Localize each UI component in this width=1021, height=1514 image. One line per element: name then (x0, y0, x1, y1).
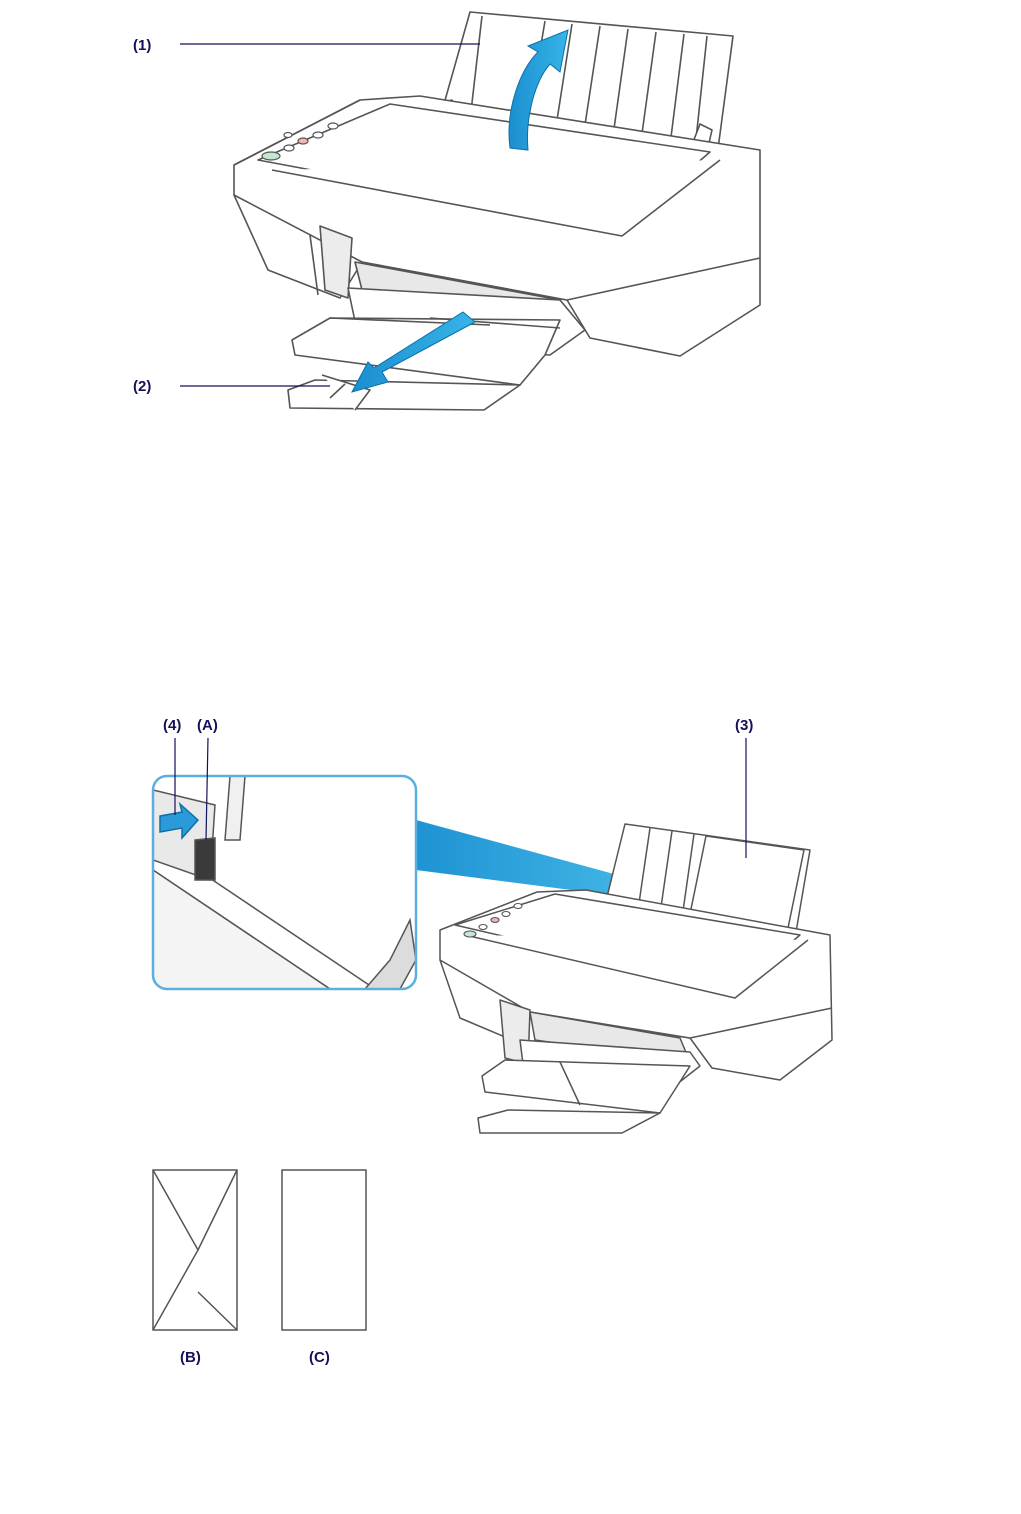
svg-text:(4): (4) (163, 717, 181, 734)
printer-figure-2: (3) (4) (A) (153, 717, 832, 1133)
output-tray (288, 288, 585, 410)
printer-figure-1: (1) (2) (133, 12, 760, 410)
svg-text:(2): (2) (133, 378, 151, 395)
svg-text:(B): (B) (180, 1349, 201, 1366)
callout-1: (1) (133, 37, 480, 54)
svg-text:(A): (A) (197, 717, 218, 734)
envelope-front: (C) (282, 1170, 366, 1366)
zoom-inset (153, 776, 416, 989)
callout-3: (3) (735, 717, 753, 858)
envelope-back: (B) (153, 1170, 237, 1366)
svg-text:(C): (C) (309, 1349, 330, 1366)
svg-text:(3): (3) (735, 717, 753, 734)
svg-text:(1): (1) (133, 37, 151, 54)
